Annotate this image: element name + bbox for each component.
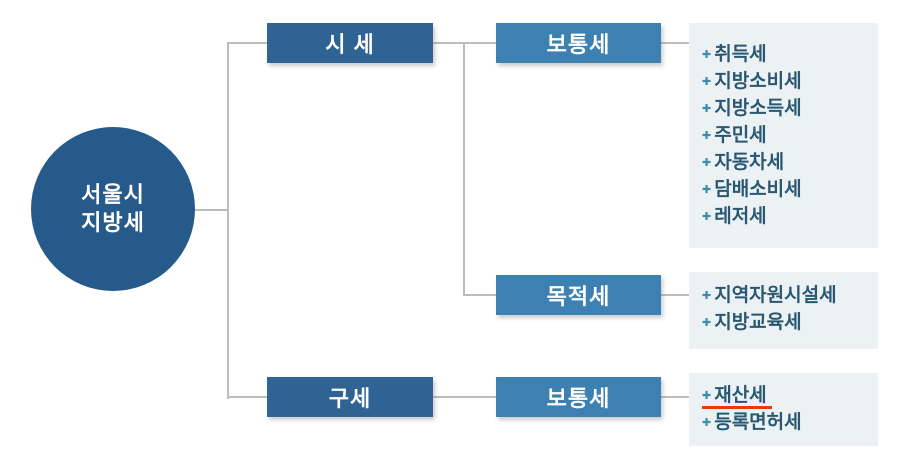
list-item: ✚주민세 xyxy=(702,122,878,149)
node-label: 목적세 xyxy=(546,284,611,309)
node-purpose-tax: 목적세 xyxy=(496,275,661,315)
connector-line xyxy=(661,42,689,44)
list-item-label: 주민세 xyxy=(714,125,767,146)
list-item: ✚레저세 xyxy=(702,203,878,230)
root-label-line1: 서울시 xyxy=(81,182,145,208)
connector-line xyxy=(661,396,689,398)
list-item-property-tax: ✚재산세 xyxy=(702,382,878,409)
list-item: ✚지방교육세 xyxy=(702,309,878,336)
panel-city-ordinary-taxes: ✚취득세 ✚지방소비세 ✚지방소득세 ✚주민세 ✚자동차세 ✚담배소비세 ✚레저… xyxy=(689,23,878,248)
list-item-label: 재산세 xyxy=(714,385,767,406)
plus-bullet-icon: ✚ xyxy=(702,76,712,88)
node-ordinary-tax-district: 보통세 xyxy=(496,377,661,417)
connector-line xyxy=(227,396,267,398)
list-item: ✚등록면허세 xyxy=(702,409,878,436)
list-item-label: 지방소득세 xyxy=(714,98,802,119)
list-item: ✚취득세 xyxy=(702,41,878,68)
connector-line xyxy=(463,42,465,296)
list-item: ✚지방소비세 xyxy=(702,68,878,95)
plus-bullet-icon: ✚ xyxy=(702,417,712,429)
connector-line xyxy=(227,42,229,399)
plus-bullet-icon: ✚ xyxy=(702,103,712,115)
node-label: 구세 xyxy=(328,386,372,411)
list-item-label: 자동차세 xyxy=(714,152,785,173)
root-label-line2: 지방세 xyxy=(81,210,145,235)
plus-bullet-icon: ✚ xyxy=(702,317,712,329)
connector-line xyxy=(433,396,496,398)
connector-line xyxy=(661,294,689,296)
plus-bullet-icon: ✚ xyxy=(702,211,712,223)
plus-bullet-icon: ✚ xyxy=(702,390,712,402)
node-label: 보통세 xyxy=(546,32,611,57)
plus-bullet-icon: ✚ xyxy=(702,290,712,302)
plus-bullet-icon: ✚ xyxy=(702,157,712,169)
red-underline-highlight xyxy=(702,406,772,409)
plus-bullet-icon: ✚ xyxy=(702,130,712,142)
list-item-label: 지역자원시설세 xyxy=(714,285,837,306)
root-node-seoul-local-tax: 서울시 지방세 xyxy=(31,127,195,291)
list-item: ✚자동차세 xyxy=(702,149,878,176)
node-district-tax: 구세 xyxy=(267,377,433,417)
list-item-label: 취득세 xyxy=(714,44,767,65)
list-item: ✚지역자원시설세 xyxy=(702,282,878,309)
list-item: ✚담배소비세 xyxy=(702,176,878,203)
list-item-label: 지방교육세 xyxy=(714,312,802,333)
connector-line xyxy=(227,42,267,44)
plus-bullet-icon: ✚ xyxy=(702,49,712,61)
node-label: 시 세 xyxy=(325,32,375,57)
node-ordinary-tax-city: 보통세 xyxy=(496,23,661,63)
panel-district-ordinary-taxes: ✚재산세 ✚등록면허세 xyxy=(689,373,878,446)
list-item-label: 등록면허세 xyxy=(714,412,802,433)
list-item: ✚지방소득세 xyxy=(702,95,878,122)
panel-purpose-taxes: ✚지역자원시설세 ✚지방교육세 xyxy=(689,272,878,349)
connector-line xyxy=(193,209,229,211)
plus-bullet-icon: ✚ xyxy=(702,184,712,196)
node-label: 보통세 xyxy=(546,386,611,411)
list-item-label: 담배소비세 xyxy=(714,179,802,200)
node-city-tax: 시 세 xyxy=(267,23,433,63)
list-item-label: 레저세 xyxy=(714,206,767,227)
connector-line xyxy=(463,294,496,296)
list-item-label: 지방소비세 xyxy=(714,71,802,92)
